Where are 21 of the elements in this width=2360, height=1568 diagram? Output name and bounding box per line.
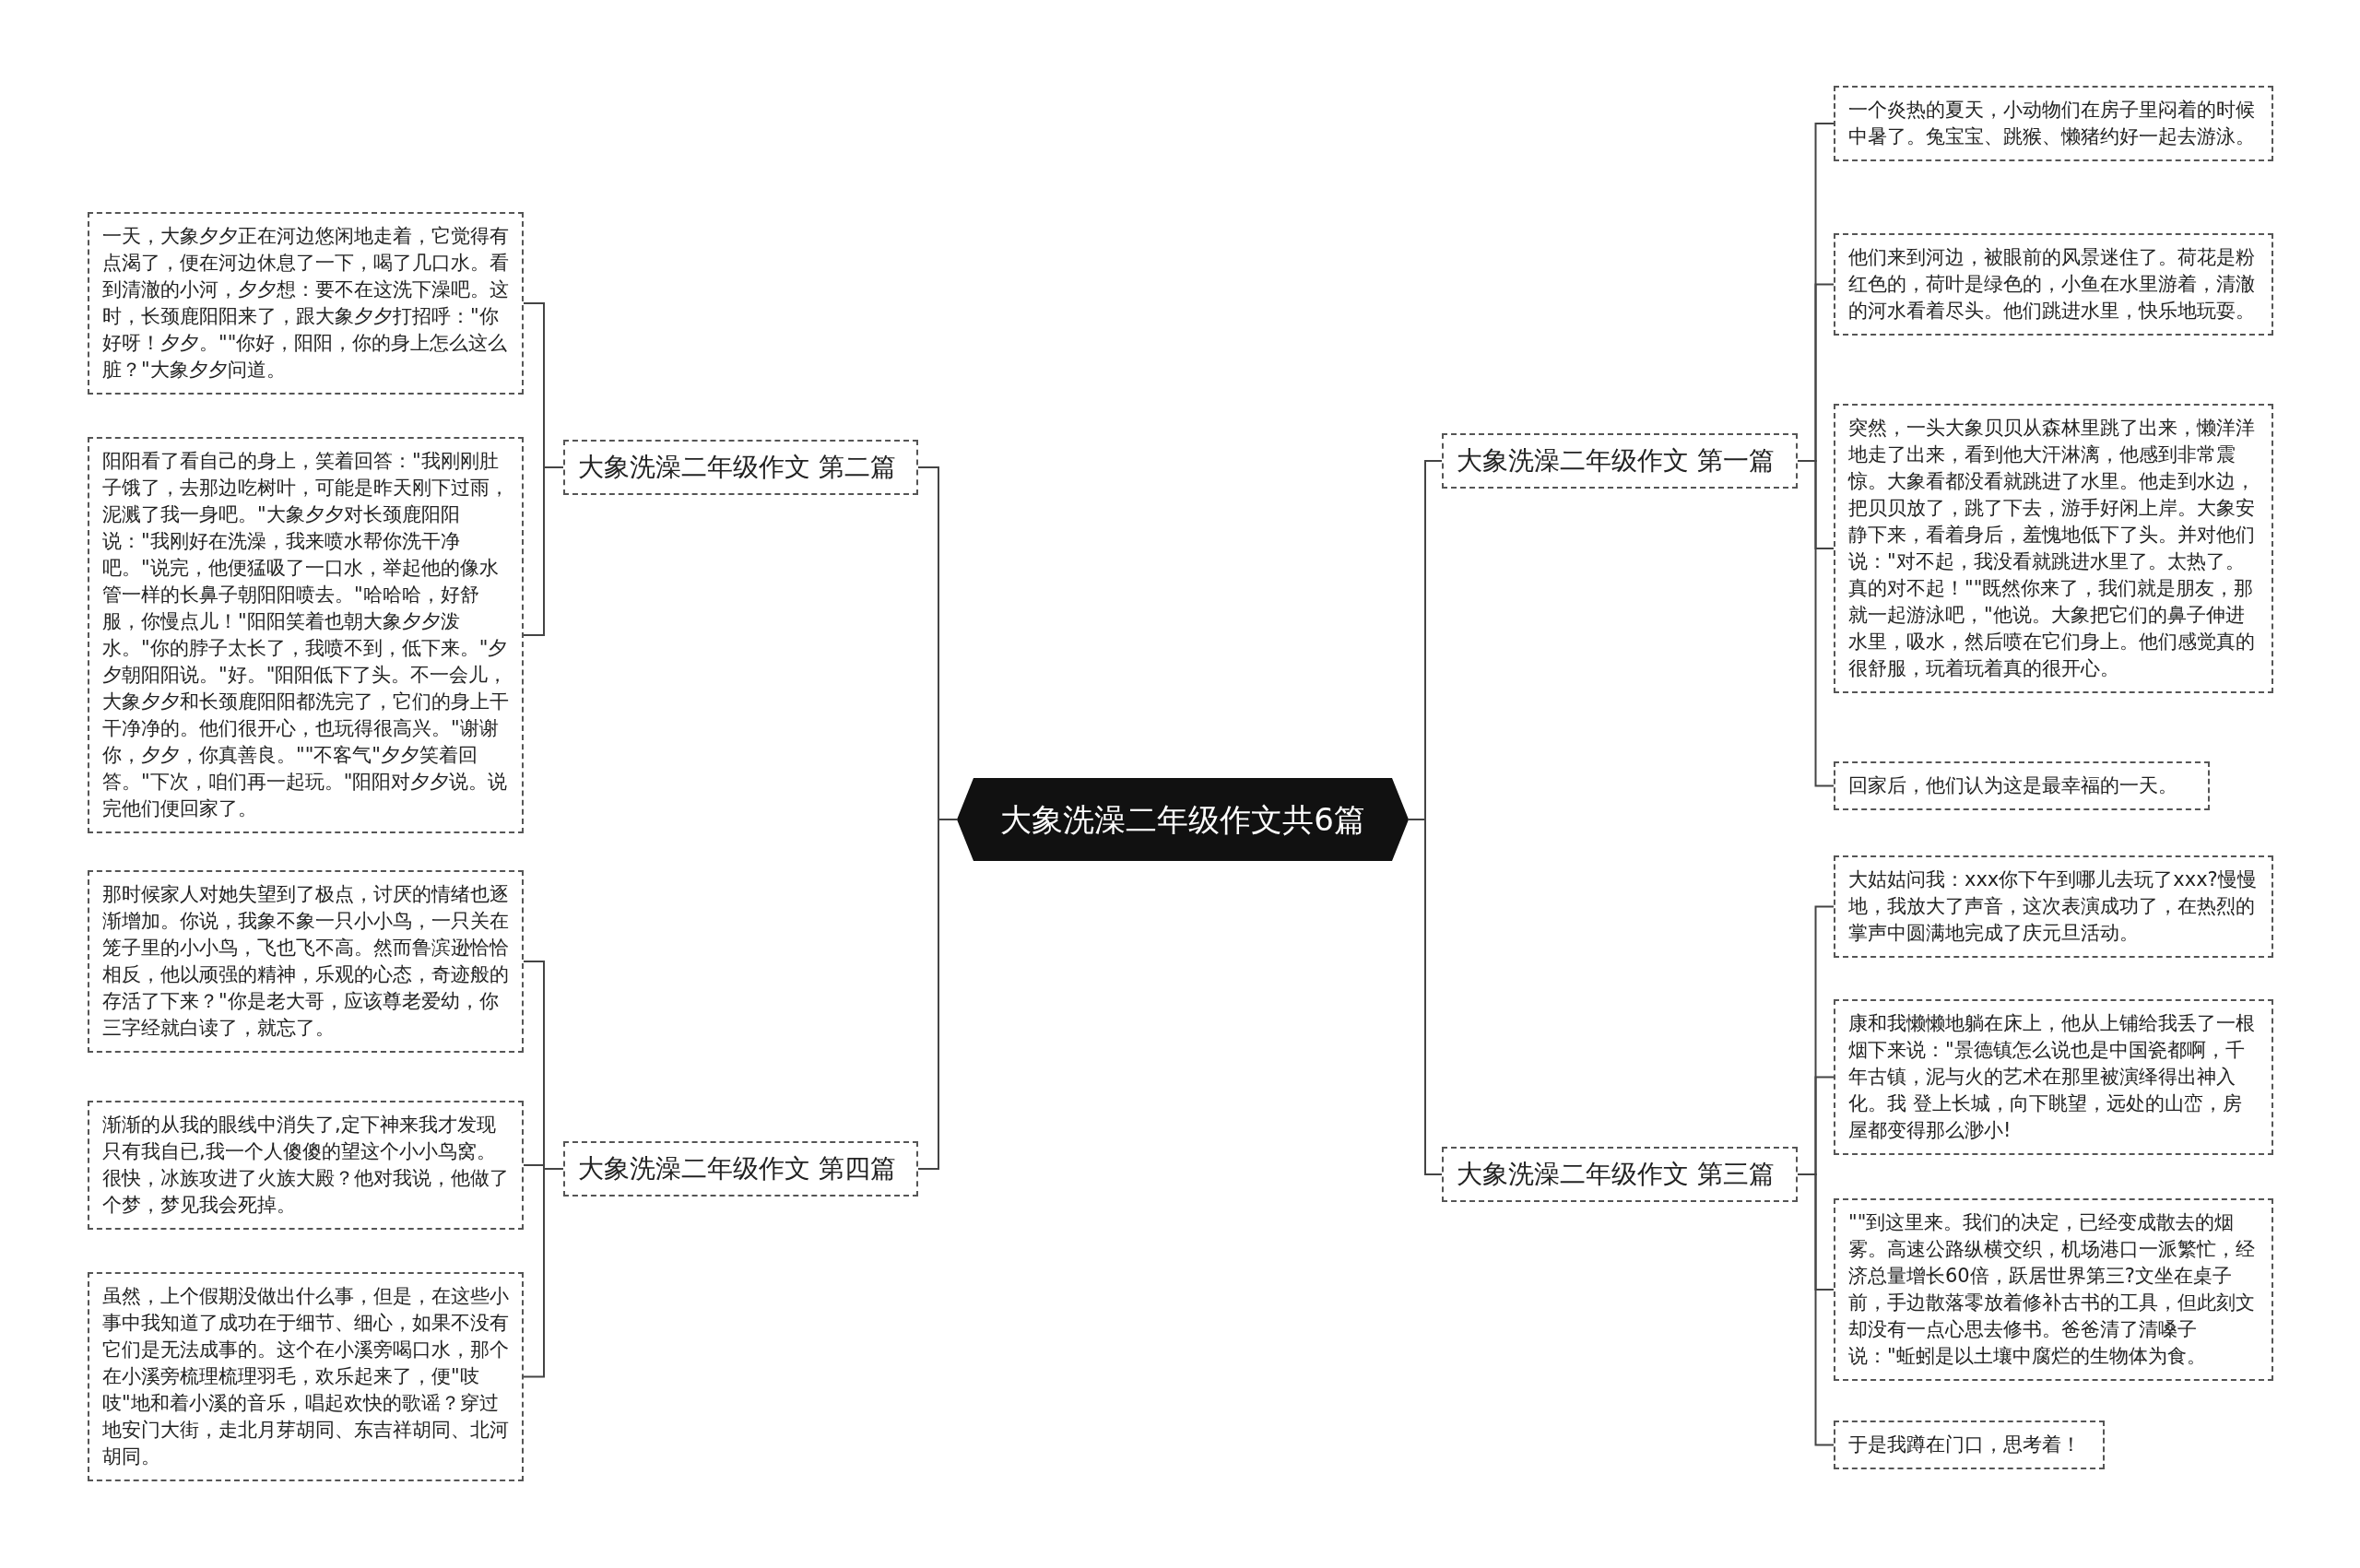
text-box: 渐渐的从我的眼线中消失了,定下神来我才发现只有我自已,我一个人傻傻的望这个小小鸟窝。很快，冰族攻进了火族大殿？他对我说，他做了个梦，梦见我会死掉。 <box>88 1101 524 1230</box>
topic-box: 大象洗澡二年级作文 第二篇 <box>563 440 918 495</box>
connector-line <box>1797 1173 1835 1446</box>
text-box: 于是我蹲在门口，思考着！ <box>1834 1421 2105 1469</box>
topic-box: 大象洗澡二年级作文 第三篇 <box>1442 1147 1798 1202</box>
text-box: 回家后，他们认为这是最幸福的一天。 <box>1834 761 2210 810</box>
text-box: 那时候家人对她失望到了极点，讨厌的情绪也逐渐增加。你说，我象不象一只小小鸟，一只关在笼子里的小小鸟，飞也飞不高。然而鲁滨逊恰恰相反，他以顽强的精神，乐观的心态，奇迹般的存活了下来？"你是老大哥，应该尊老爱幼，你三字经就白读了，就忘了。 <box>88 870 524 1053</box>
topic-box: 大象洗澡二年级作文 第一篇 <box>1442 433 1798 489</box>
text-box: 一个炎热的夏天，小动物们在房子里闷着的时候中暑了。兔宝宝、跳猴、懒猪约好一起去游泳。 <box>1834 86 2273 161</box>
connector-line <box>523 1168 564 1378</box>
text-box: 虽然，上个假期没做出什么事，但是，在这些小事中我知道了成功在于细节、细心，如果不没有它们是无法成事的。这个在小溪旁喝口水，那个在小溪旁梳理梳理羽毛，欢乐起来了，便"吱吱"地和着小溪的音乐，唱起欢快的歌谣？穿过地安门大街，走北月芽胡同、东吉祥胡同、北河胡同。 <box>88 1272 524 1481</box>
text-box: 大姑姑问我：xxx你下午到哪儿去玩了xxx?慢慢地，我放大了声音，这次表演成功了，在热烈的掌声中圆满地完成了庆元旦活动。 <box>1834 855 2273 958</box>
topic-box: 大象洗澡二年级作文 第四篇 <box>563 1141 918 1197</box>
connector-line <box>523 466 564 636</box>
text-box: 他们来到河边，被眼前的风景迷住了。荷花是粉红色的，荷叶是绿色的，小鱼在水里游着，清澈的河水看着尽头。他们跳进水里，快乐地玩耍。 <box>1834 233 2273 336</box>
text-box: 阳阳看了看自己的身上，笑着回答："我刚刚肚子饿了，去那边吃树叶，可能是昨天刚下过雨，泥溅了我一身吧。"大象夕夕对长颈鹿阳阳说："我刚好在洗澡，我来喷水帮你洗干净吧。"说完，他便猛吸了一口水，举起他的像水管一样的长鼻子朝阳阳喷去。"哈哈哈，好舒服，你慢点儿！"阳阳笑着也朝大象夕夕泼水。"你的脖子太长了，我喷不到，低下来。"夕夕朝阳阳说。"好。"阳阳低下了头。不一会儿，大象夕夕和长颈鹿阳阳都洗完了，它们的身上干干净净的。他们很开心，也玩得很高兴。"谢谢你，夕夕，你真善良。""不客气"夕夕笑着回答。"下次，咱们再一起玩。"阳阳对夕夕说。说完他们便回家了。 <box>88 437 524 833</box>
central-topic: 大象洗澡二年级作文共6篇 <box>957 778 1409 861</box>
text-box: ""到这里来。我们的决定，已经变成散去的烟雾。高速公路纵横交织，机场港口一派繁忙，经济总量增长60倍，跃居世界第三?文坐在桌子前，手边散落零放着修补古书的工具，但此刻文却没有一点心思去修书。爸爸清了清嗓子说："蚯蚓是以土壤中腐烂的生物体为食。 <box>1834 1198 2273 1381</box>
text-box: 突然，一头大象贝贝从森林里跳了出来，懒洋洋地走了出来，看到他大汗淋漓，他感到非常震惊。大象看都没看就跳进了水里。他走到水边，把贝贝放了，跳了下去，游手好闲上岸。大象安静下来，看着身后，羞愧地低下了头。并对他们说："对不起，我没看就跳进水里了。太热了。真的对不起！""既然你来了，我们就是朋友，那就一起游泳吧，"他说。大象把它们的鼻子伸进水里，吸水，然后喷在它们身上。他们感觉真的很舒服，玩着玩着真的很开心。 <box>1834 404 2273 693</box>
text-box: 一天，大象夕夕正在河边悠闲地走着，它觉得有点渴了，便在河边休息了一下，喝了几口水。看到清澈的小河，夕夕想：要不在这洗下澡吧。这时，长颈鹿阳阳来了，跟大象夕夕打招呼："你好呀！夕夕。""你好，阳阳，你的身上怎么这么脏？"大象夕夕问道。 <box>88 212 524 395</box>
text-box: 康和我懒懒地躺在床上，他从上铺给我丢了一根烟下来说："景德镇怎么说也是中国瓷都啊，千年古镇，泥与火的艺术在那里被演绎得出神入化。我 登上长城，向下眺望，远处的山峦，房屋都变得那么渺小! <box>1834 999 2273 1155</box>
